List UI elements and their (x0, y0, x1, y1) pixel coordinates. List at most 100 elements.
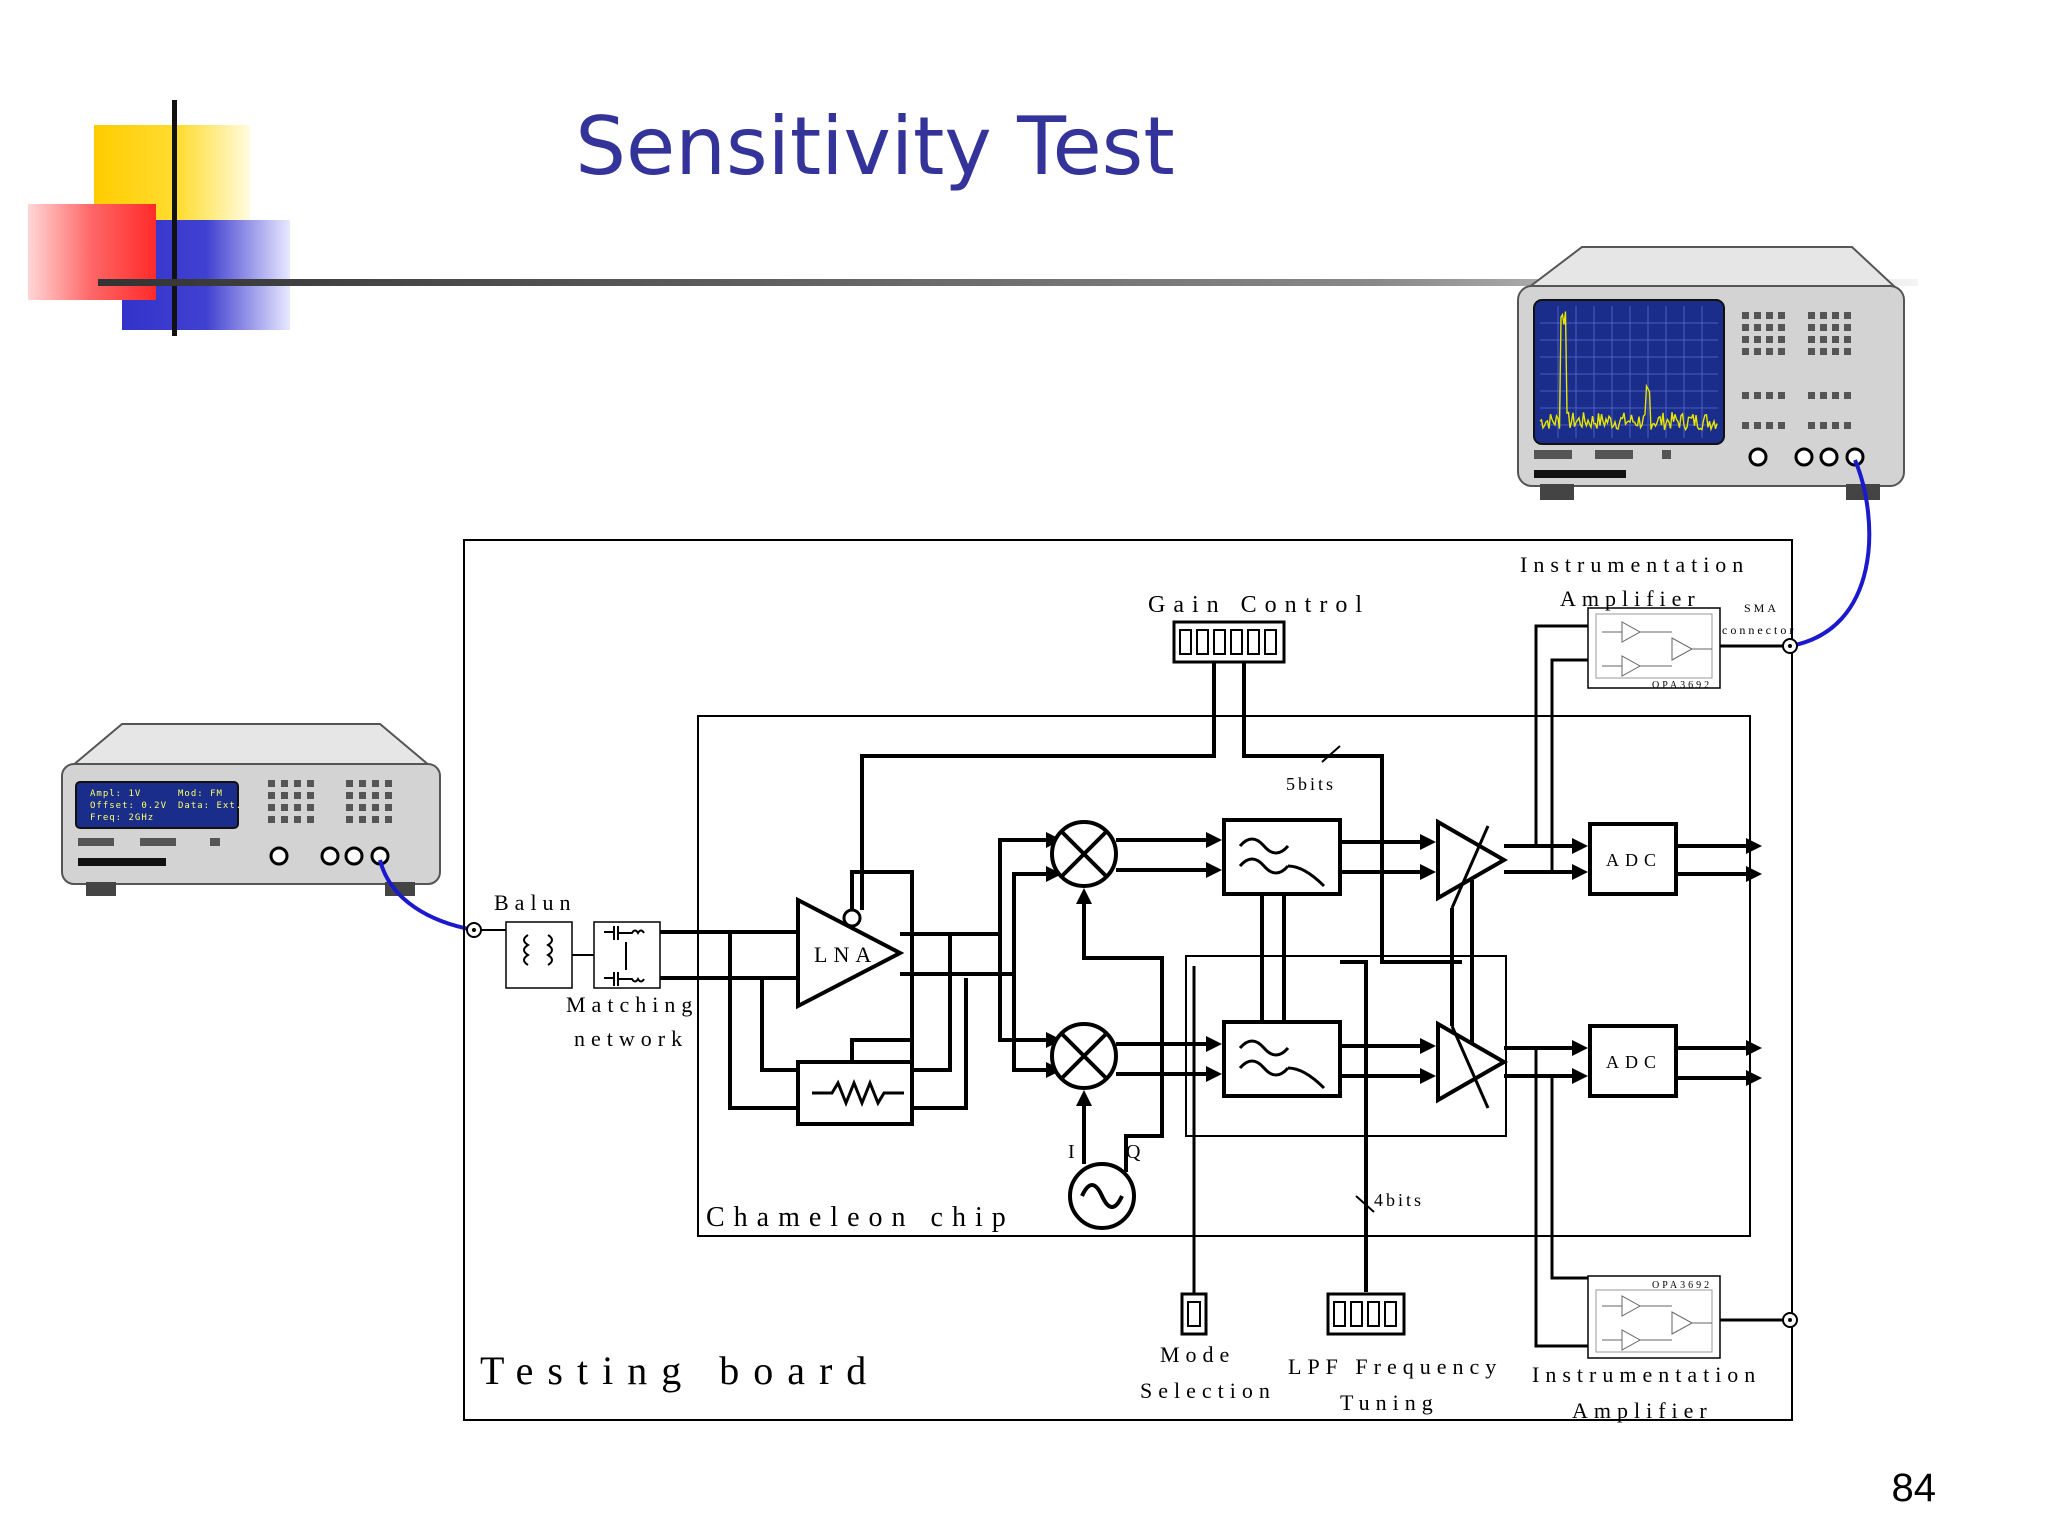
analyzer-key[interactable] (1808, 312, 1815, 319)
generator-key[interactable] (294, 780, 301, 787)
gain-dip-switch[interactable] (1247, 629, 1260, 655)
analyzer-key[interactable] (1808, 348, 1815, 355)
analyzer-key[interactable] (1766, 392, 1773, 399)
gain-dip-switch[interactable] (1196, 629, 1209, 655)
analyzer-key[interactable] (1754, 324, 1761, 331)
analyzer-key[interactable] (1844, 422, 1851, 429)
generator-key[interactable] (346, 804, 353, 811)
analyzer-key[interactable] (1778, 392, 1785, 399)
analyzer-key[interactable] (1766, 324, 1773, 331)
generator-key[interactable] (268, 816, 275, 823)
generator-key[interactable] (281, 804, 288, 811)
gain-dip-switch[interactable] (1179, 629, 1192, 655)
analyzer-key[interactable] (1820, 324, 1827, 331)
generator-key[interactable] (372, 780, 379, 787)
generator-key[interactable] (307, 804, 314, 811)
gen-knob-3[interactable] (344, 846, 364, 866)
generator-key[interactable] (307, 792, 314, 799)
analyzer-key[interactable] (1808, 422, 1815, 429)
analyzer-key[interactable] (1742, 422, 1749, 429)
generator-key[interactable] (372, 804, 379, 811)
analyzer-key[interactable] (1844, 348, 1851, 355)
analyzer-key[interactable] (1754, 312, 1761, 319)
analyzer-key[interactable] (1766, 312, 1773, 319)
generator-key[interactable] (385, 792, 392, 799)
generator-keypad[interactable] (268, 780, 392, 823)
analyzer-key[interactable] (1754, 422, 1761, 429)
generator-key[interactable] (385, 804, 392, 811)
analyzer-key[interactable] (1778, 348, 1785, 355)
gain-dip-switch[interactable] (1264, 629, 1277, 655)
analyzer-key[interactable] (1820, 312, 1827, 319)
generator-key[interactable] (359, 816, 366, 823)
generator-key[interactable] (281, 780, 288, 787)
analyzer-key[interactable] (1766, 348, 1773, 355)
analyzer-key[interactable] (1778, 312, 1785, 319)
generator-key[interactable] (359, 804, 366, 811)
analyzer-key[interactable] (1832, 312, 1839, 319)
analyzer-key[interactable] (1844, 336, 1851, 343)
generator-key[interactable] (372, 792, 379, 799)
analyzer-key[interactable] (1832, 336, 1839, 343)
analyzer-key[interactable] (1844, 392, 1851, 399)
generator-key[interactable] (294, 816, 301, 823)
generator-key[interactable] (385, 816, 392, 823)
analyzer-key[interactable] (1778, 422, 1785, 429)
generator-key[interactable] (281, 792, 288, 799)
generator-key[interactable] (372, 816, 379, 823)
generator-key[interactable] (294, 804, 301, 811)
analyzer-key[interactable] (1808, 324, 1815, 331)
analyzer-key[interactable] (1832, 392, 1839, 399)
analyzer-key[interactable] (1742, 324, 1749, 331)
lpf-dip-switch[interactable] (1333, 1301, 1346, 1327)
analyzer-key[interactable] (1844, 324, 1851, 331)
analyzer-key[interactable] (1820, 392, 1827, 399)
analyzer-key[interactable] (1742, 312, 1749, 319)
analyzer-key[interactable] (1832, 348, 1839, 355)
gen-softkeys-b[interactable] (140, 838, 176, 846)
ana-knob-1[interactable] (1748, 447, 1768, 467)
generator-key[interactable] (359, 780, 366, 787)
ana-knob-2[interactable] (1794, 447, 1814, 467)
ana-softkey-c[interactable] (1662, 450, 1671, 459)
generator-key[interactable] (385, 780, 392, 787)
analyzer-key[interactable] (1754, 392, 1761, 399)
analyzer-key[interactable] (1742, 348, 1749, 355)
analyzer-keypad[interactable] (1742, 312, 1851, 429)
analyzer-key[interactable] (1820, 336, 1827, 343)
generator-key[interactable] (346, 816, 353, 823)
lpf-dip-switch[interactable] (1350, 1301, 1363, 1327)
generator-key[interactable] (268, 792, 275, 799)
analyzer-key[interactable] (1820, 422, 1827, 429)
generator-key[interactable] (268, 804, 275, 811)
ana-softkeys-a[interactable] (1534, 450, 1572, 459)
analyzer-key[interactable] (1832, 422, 1839, 429)
analyzer-key[interactable] (1778, 336, 1785, 343)
analyzer-key[interactable] (1820, 348, 1827, 355)
ana-knob-3[interactable] (1819, 447, 1839, 467)
analyzer-key[interactable] (1808, 392, 1815, 399)
generator-key[interactable] (281, 816, 288, 823)
analyzer-key[interactable] (1778, 324, 1785, 331)
analyzer-key[interactable] (1766, 422, 1773, 429)
ana-softkeys-b[interactable] (1595, 450, 1633, 459)
analyzer-key[interactable] (1766, 336, 1773, 343)
gen-knob-2[interactable] (320, 846, 340, 866)
analyzer-key[interactable] (1742, 336, 1749, 343)
mode-selection-switch[interactable] (1180, 1292, 1208, 1336)
gen-softkey-c[interactable] (210, 838, 220, 846)
gen-knob-1[interactable] (269, 846, 289, 866)
gain-dip-switch[interactable] (1230, 629, 1243, 655)
analyzer-key[interactable] (1754, 348, 1761, 355)
lpf-tuning-dip-switches[interactable] (1333, 1301, 1397, 1327)
generator-key[interactable] (307, 780, 314, 787)
gain-control-dip-switches[interactable] (1179, 629, 1277, 655)
generator-key[interactable] (346, 792, 353, 799)
analyzer-key[interactable] (1742, 392, 1749, 399)
generator-key[interactable] (294, 792, 301, 799)
gain-dip-switch[interactable] (1213, 629, 1226, 655)
analyzer-key[interactable] (1754, 336, 1761, 343)
generator-key[interactable] (307, 816, 314, 823)
analyzer-key[interactable] (1808, 336, 1815, 343)
generator-key[interactable] (346, 780, 353, 787)
